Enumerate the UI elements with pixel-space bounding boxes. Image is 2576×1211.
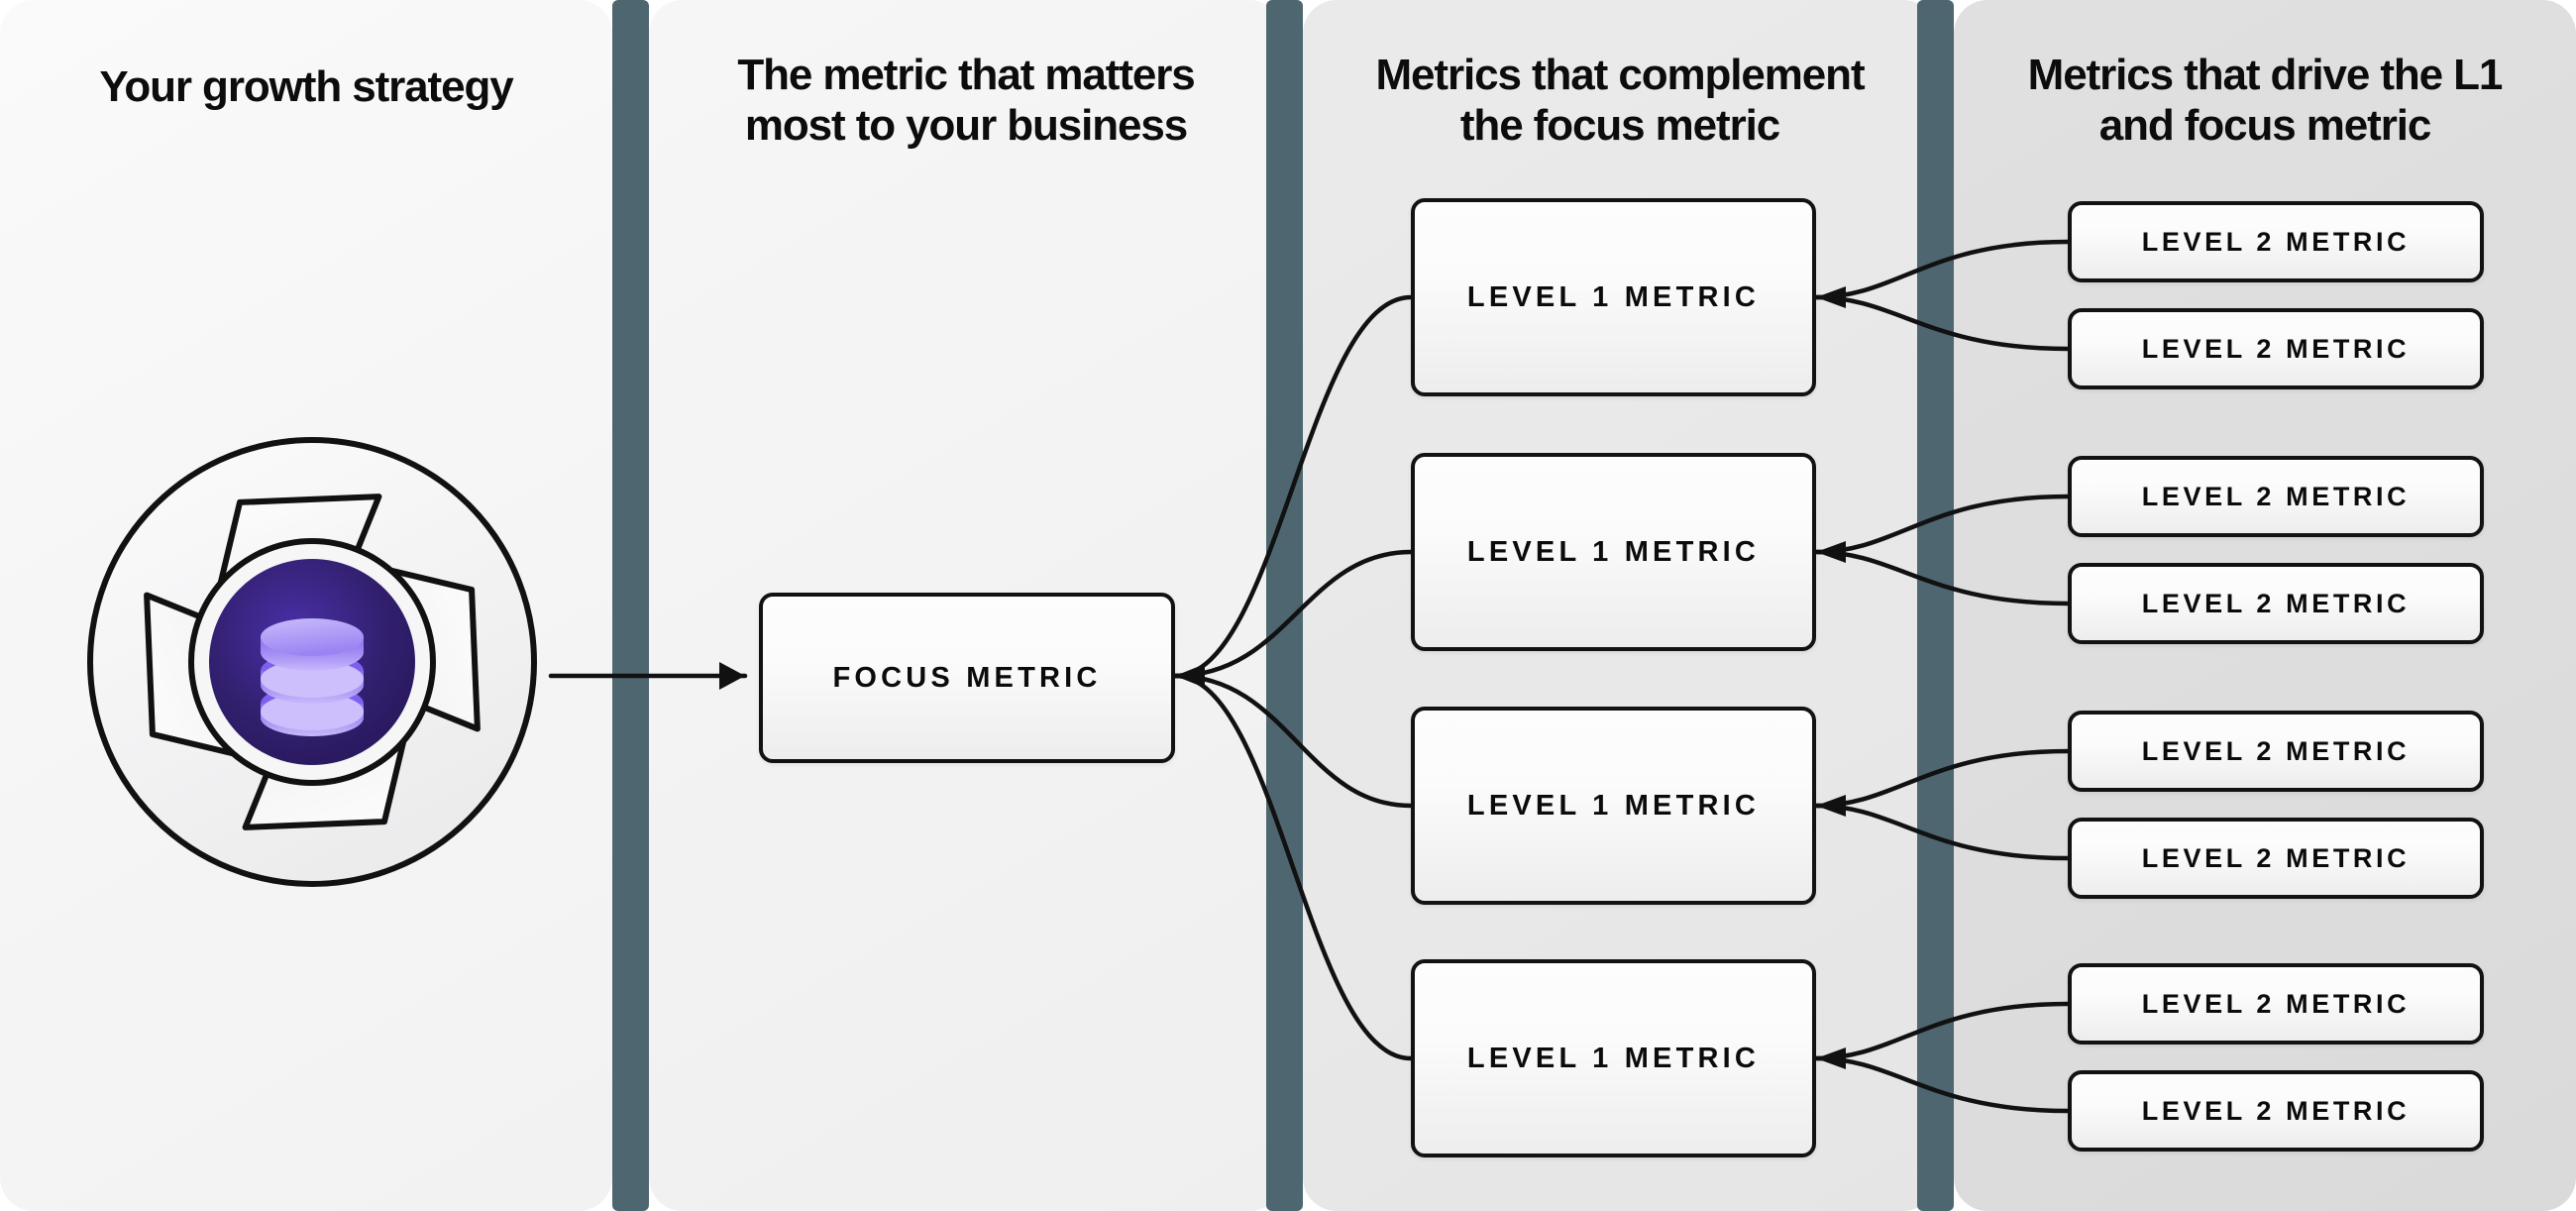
- database-icon: [261, 618, 364, 736]
- level-2-metric-label: LEVEL 2 METRIC: [2141, 988, 2411, 1019]
- level-2-metric-box-1[interactable]: LEVEL 2 METRIC: [2068, 201, 2484, 282]
- level-2-metric-box-5[interactable]: LEVEL 2 METRIC: [2068, 711, 2484, 792]
- column-header-level-2-metrics: Metrics that drive the L1 and focus metr…: [2027, 51, 2504, 151]
- level-1-metric-box-4[interactable]: LEVEL 1 METRIC: [1411, 959, 1816, 1157]
- level-2-metric-label: LEVEL 2 METRIC: [2141, 735, 2411, 766]
- column-divider-2: [1266, 0, 1303, 1211]
- growth-strategy-wheel-icon: [74, 424, 550, 900]
- level-2-metric-box-2[interactable]: LEVEL 2 METRIC: [2068, 308, 2484, 389]
- level-1-metric-label: LEVEL 1 METRIC: [1466, 535, 1761, 568]
- column-divider-1: [612, 0, 649, 1211]
- level-1-metric-box-2[interactable]: LEVEL 1 METRIC: [1411, 453, 1816, 651]
- level-2-metric-label: LEVEL 2 METRIC: [2141, 481, 2411, 511]
- level-2-metric-box-3[interactable]: LEVEL 2 METRIC: [2068, 456, 2484, 537]
- level-1-metric-label: LEVEL 1 METRIC: [1466, 1042, 1761, 1074]
- level-2-metric-label: LEVEL 2 METRIC: [2141, 842, 2411, 873]
- level-2-metric-label: LEVEL 2 METRIC: [2141, 1095, 2411, 1126]
- level-2-metric-label: LEVEL 2 METRIC: [2141, 226, 2411, 257]
- focus-metric-box[interactable]: FOCUS METRIC: [759, 593, 1175, 763]
- focus-metric-label: FOCUS METRIC: [832, 661, 1102, 694]
- column-divider-3: [1917, 0, 1954, 1211]
- level-2-metric-box-6[interactable]: LEVEL 2 METRIC: [2068, 818, 2484, 899]
- level-1-metric-label: LEVEL 1 METRIC: [1466, 789, 1761, 822]
- level-2-metric-box-7[interactable]: LEVEL 2 METRIC: [2068, 963, 2484, 1045]
- column-header-growth-strategy: Your growth strategy: [99, 62, 513, 111]
- level-2-metric-label: LEVEL 2 METRIC: [2141, 333, 2411, 364]
- level-1-metric-box-3[interactable]: LEVEL 1 METRIC: [1411, 707, 1816, 905]
- column-header-level-1-metrics: Metrics that complement the focus metric: [1375, 51, 1865, 151]
- level-1-metric-label: LEVEL 1 METRIC: [1466, 280, 1761, 313]
- level-2-metric-box-4[interactable]: LEVEL 2 METRIC: [2068, 563, 2484, 644]
- level-2-metric-box-8[interactable]: LEVEL 2 METRIC: [2068, 1070, 2484, 1152]
- level-1-metric-box-1[interactable]: LEVEL 1 METRIC: [1411, 198, 1816, 396]
- level-2-metric-label: LEVEL 2 METRIC: [2141, 588, 2411, 618]
- column-header-focus-metric: The metric that matters most to your bus…: [737, 51, 1195, 151]
